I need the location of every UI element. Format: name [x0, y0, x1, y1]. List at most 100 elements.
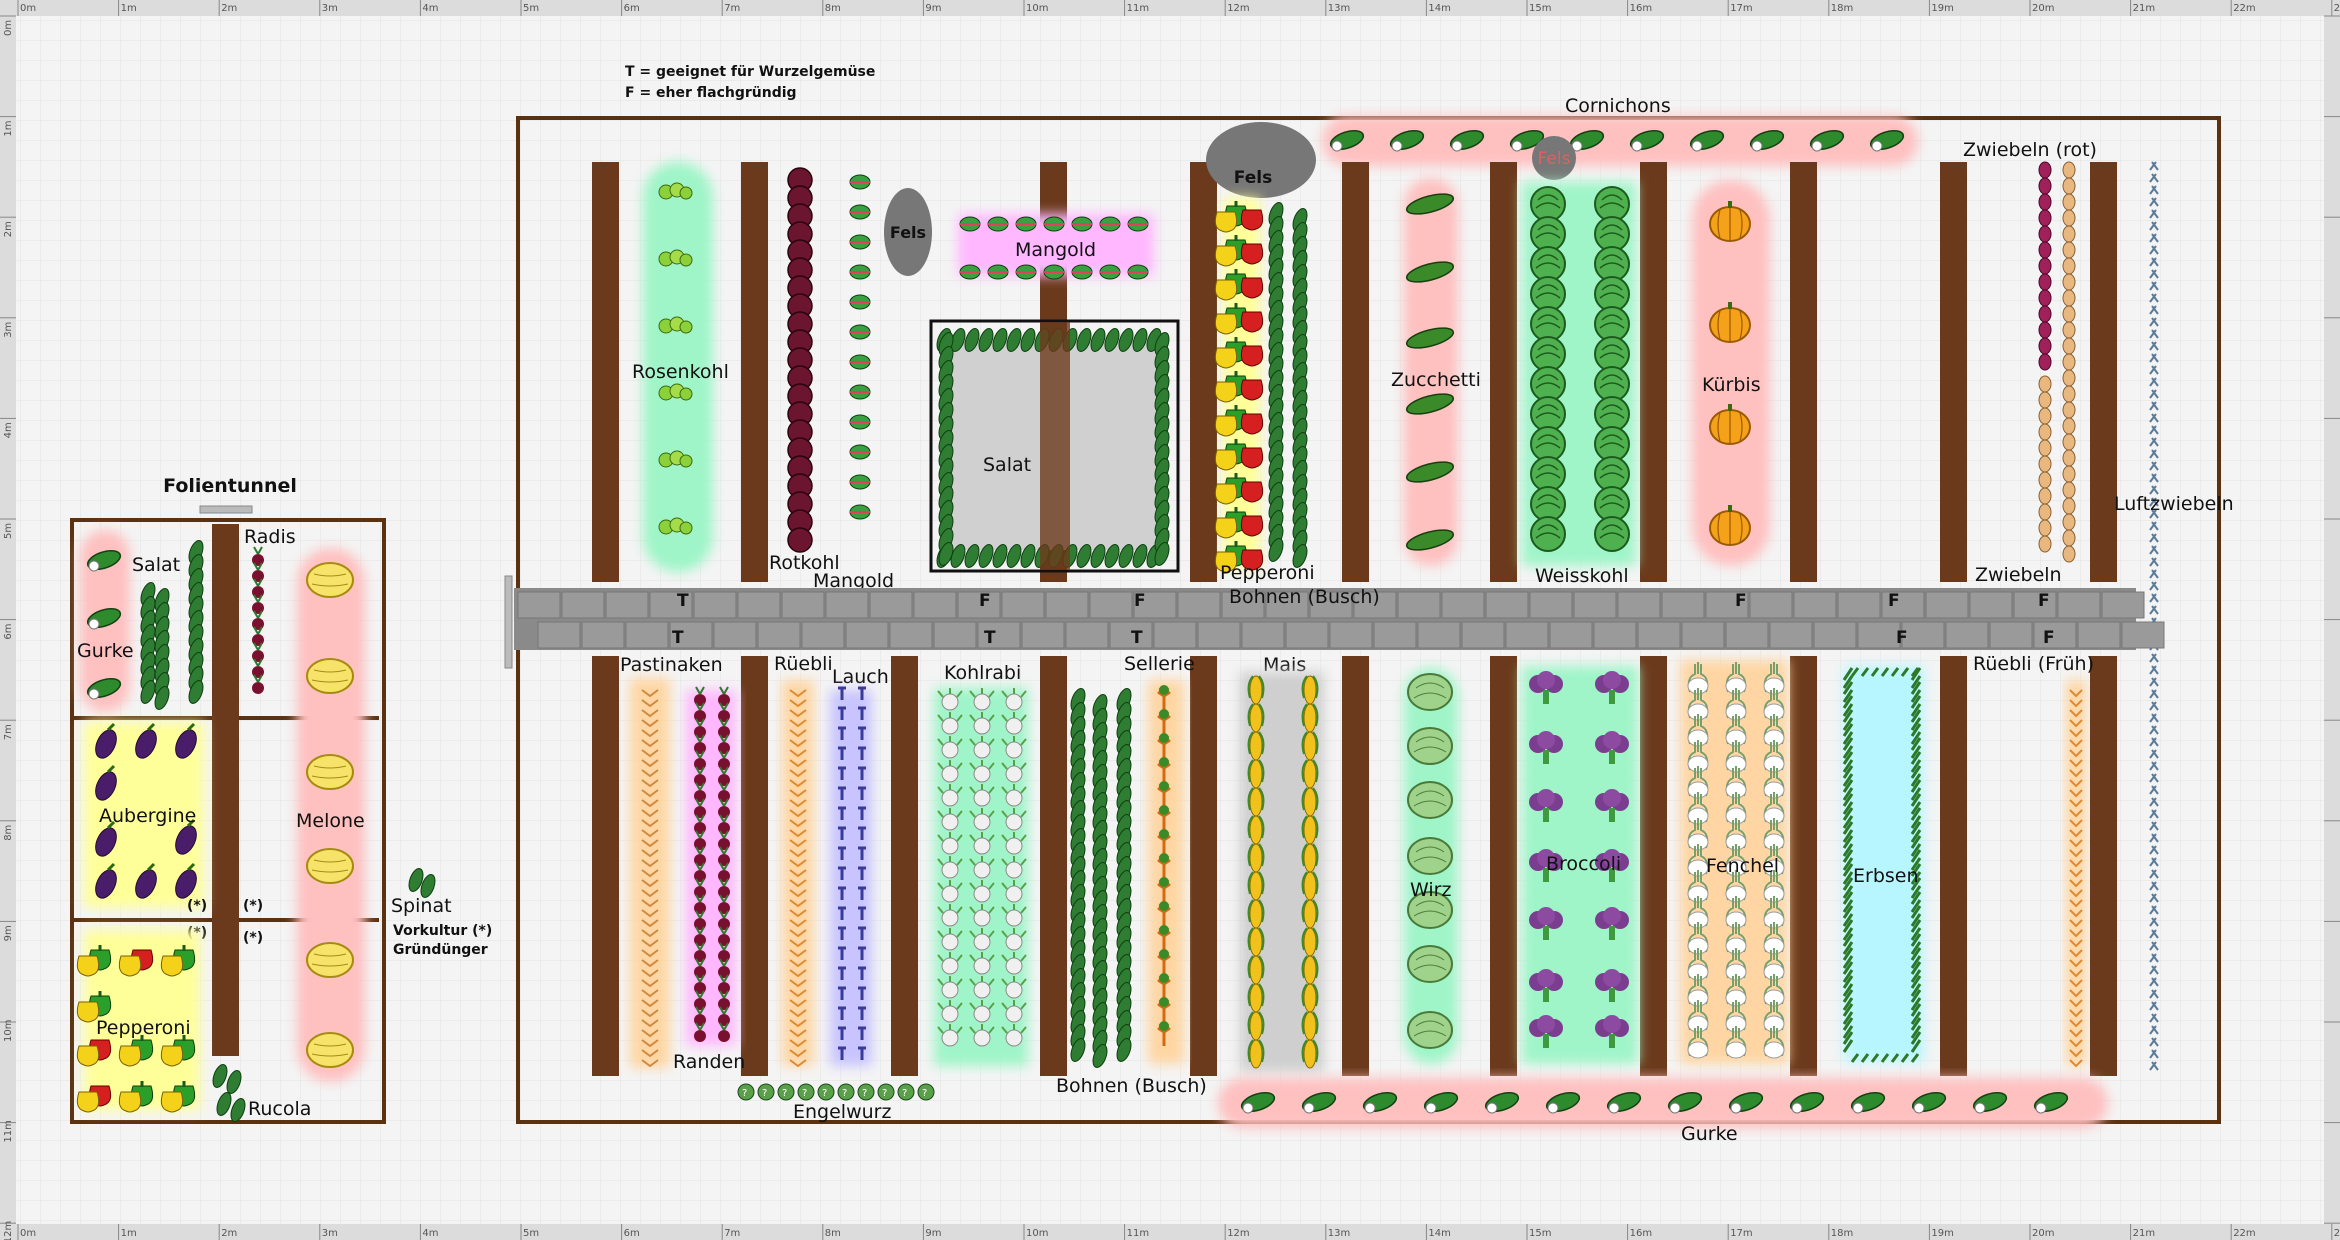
- ruebli-frueh-plant: [2069, 909, 2083, 918]
- pastinaken-plant: [641, 749, 659, 758]
- ruler-h-tick: 3m: [322, 3, 338, 14]
- pepperoni-fruit: [1240, 379, 1264, 401]
- zwiebel-plant: [2062, 177, 2076, 195]
- tunnel-gurke-label: Gurke: [77, 640, 134, 662]
- path-tile: [869, 591, 913, 619]
- path-tile: [1221, 591, 1265, 619]
- ruebli-plant: [789, 939, 807, 948]
- ruebli-plant: [789, 999, 807, 1008]
- path-tile: [713, 621, 757, 649]
- lauch-plant: [838, 1006, 846, 1020]
- mangold-plant: [987, 216, 1009, 232]
- cornichons-bed: [1322, 116, 1918, 166]
- lauch-plant: [838, 986, 846, 1000]
- ruebli-frueh-plant: [2069, 979, 2083, 988]
- ruler-h-tick: 4m: [422, 3, 438, 14]
- zwiebel-plant: [2062, 545, 2076, 563]
- engelwurz-plant: [817, 1083, 835, 1101]
- pepperoni-fruit: [76, 955, 100, 977]
- pastinaken-row: [641, 689, 659, 1068]
- pastinaken-plant: [641, 729, 659, 738]
- weisskohl-plant: [1530, 276, 1566, 312]
- ruebli-plant: [789, 729, 807, 738]
- ruebli-plant: [789, 789, 807, 798]
- ruler-h-tick-bottom: 2m: [221, 1228, 237, 1239]
- ruler-h-tick-bottom: 17m: [1730, 1228, 1752, 1239]
- luftzwiebel-plant: [2149, 305, 2159, 315]
- ruebli-frueh-plant: [2069, 729, 2083, 738]
- luftzwiebel-plant: [2149, 173, 2159, 183]
- zwiebel-plant: [2062, 289, 2076, 307]
- pastinaken-plant: [641, 719, 659, 728]
- ruebli-plant: [789, 769, 807, 778]
- zwiebel-plant: [2062, 465, 2076, 483]
- ruler-h-tick: 22m: [2233, 3, 2255, 14]
- path-tile: [757, 621, 801, 649]
- pepperoni-fruit: [1214, 381, 1238, 403]
- zwiebel-plant: [2038, 487, 2052, 505]
- luftzwiebel-plant: [2149, 449, 2159, 459]
- ruler-h-tick: 13m: [1328, 3, 1350, 14]
- cornichons-label: Cornichons: [1565, 95, 1671, 117]
- zwiebel-plant: [2062, 337, 2076, 355]
- path-tile: [1837, 591, 1881, 619]
- engelwurz-plant: [737, 1083, 755, 1101]
- luftzwiebel-plant: [2149, 377, 2159, 387]
- rotkohl-row: [787, 167, 813, 553]
- zwiebel-plant: [2062, 161, 2076, 179]
- ruler-h-tick: 2m: [221, 3, 237, 14]
- luftzwiebel-plant: [2149, 725, 2159, 735]
- pastinaken-plant: [641, 709, 659, 718]
- melone-fruit: [306, 942, 354, 978]
- luftzwiebel-plant: [2149, 701, 2159, 711]
- mangold-plant: [849, 474, 871, 490]
- soil-strip: [741, 656, 768, 1076]
- luftzwiebel-plant: [2149, 353, 2159, 363]
- luftzwiebel-plant: [2149, 677, 2159, 687]
- lauch-plant: [858, 866, 866, 880]
- ruebli-frueh-plant: [2069, 859, 2083, 868]
- ruebli-plant: [789, 819, 807, 828]
- mangold-plant: [1099, 216, 1121, 232]
- ruler-bottom: [0, 1224, 2340, 1240]
- pepperoni-fruit: [1214, 483, 1238, 505]
- zwiebel-plant: [2062, 433, 2076, 451]
- pastinaken-plant: [641, 739, 659, 748]
- ruebli-plant: [789, 869, 807, 878]
- pepperoni-fruit: [1214, 279, 1238, 301]
- mangold-plant: [987, 264, 1009, 280]
- melone-fruit: [306, 658, 354, 694]
- luftzwiebel-plant: [2149, 761, 2159, 771]
- soil-strip: [1342, 656, 1369, 1076]
- path-tile: [1417, 621, 1461, 649]
- soil-strip: [1190, 162, 1217, 582]
- erbsen-plant: [1850, 1053, 1860, 1063]
- pepperoni-fruit: [160, 955, 184, 977]
- lauch-plant: [858, 1046, 866, 1060]
- lauch-plant: [838, 926, 846, 940]
- luftzwiebel-plant: [2149, 713, 2159, 723]
- ruler-h-tick-bottom: 10m: [1026, 1228, 1048, 1239]
- lauch-plant: [838, 806, 846, 820]
- pastinaken-bed: [630, 678, 670, 1068]
- zwiebel-plant: [2062, 369, 2076, 387]
- ruebli-frueh-plant: [2069, 1019, 2083, 1028]
- ruebli-plant: [789, 979, 807, 988]
- pastinaken-plant: [641, 1059, 659, 1068]
- ruler-top: [0, 0, 2340, 16]
- soil-strip: [1790, 656, 1817, 1076]
- pastinaken-plant: [641, 689, 659, 698]
- ruler-v-tick: 12m: [3, 1221, 14, 1240]
- zwiebel-plant: [2062, 273, 2076, 291]
- soil-strip: [592, 162, 619, 582]
- path-tile: [1285, 621, 1329, 649]
- ruebli-bed: [782, 680, 814, 1066]
- weisskohl-plant: [1530, 516, 1566, 552]
- lauch-bed: [830, 690, 872, 1066]
- ruebli-frueh-plant: [2069, 989, 2083, 998]
- weisskohl-plant: [1594, 216, 1630, 252]
- luftzwiebel-plant: [2149, 593, 2159, 603]
- path-tile: [1329, 621, 1373, 649]
- luftzwiebeln-label: Luftzwiebeln: [2114, 493, 2234, 515]
